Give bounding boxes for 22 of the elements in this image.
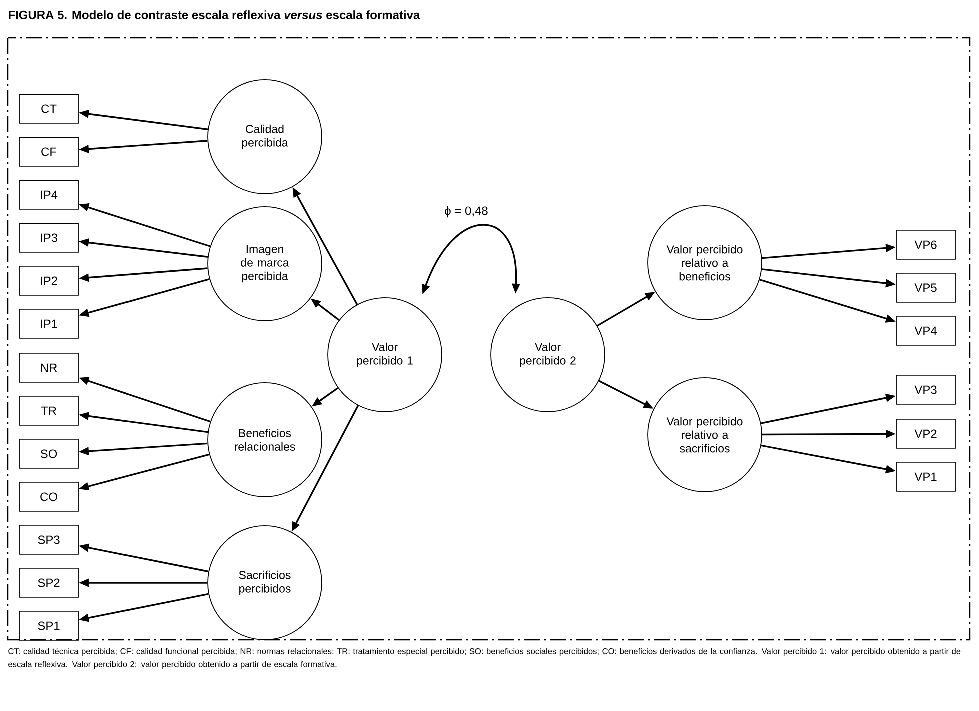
indicator-box: VP6 (896, 230, 956, 260)
indicator-box: VP2 (896, 419, 956, 449)
indicator-box: SO (19, 439, 79, 469)
indicator-box: SP3 (19, 525, 79, 555)
indicator-box: SP2 (19, 568, 79, 598)
indicator-box: VP1 (896, 462, 956, 492)
indicator-box: CT (19, 94, 79, 124)
indicator-box: VP4 (896, 316, 956, 346)
indicator-box: NR (19, 353, 79, 383)
edge-label: ϕ = 0,48 (444, 205, 490, 219)
caption: CT: calidad técnica percibida; CF: calidad funcional percibida; NR: normas relacionales; TR: tratamiento especial percibido; SO: beneficios sociales percibidos; CO: beneficios derivados de la confianza. Valor percibido 1: valor percibido obtenido a partir de escala reflexiva. Valor percibido 2: valor percibido obtenido a partir de escala formativa. (8, 648, 961, 670)
indicator-box: CO (19, 482, 79, 512)
figure-title: FIGURA 5. Modelo de contraste escala reflexiva versus escala formativa (9, 10, 420, 20)
indicator-box: IP3 (19, 223, 79, 253)
indicator-box: TR (19, 396, 79, 426)
indicator-box: IP1 (19, 309, 79, 339)
indicator-box: VP5 (896, 273, 956, 303)
indicator-box: CF (19, 137, 79, 167)
indicator-box: VP3 (896, 375, 956, 405)
indicator-box: IP4 (19, 180, 79, 210)
indicator-box: IP2 (19, 266, 79, 296)
indicator-box: SP1 (19, 611, 79, 641)
